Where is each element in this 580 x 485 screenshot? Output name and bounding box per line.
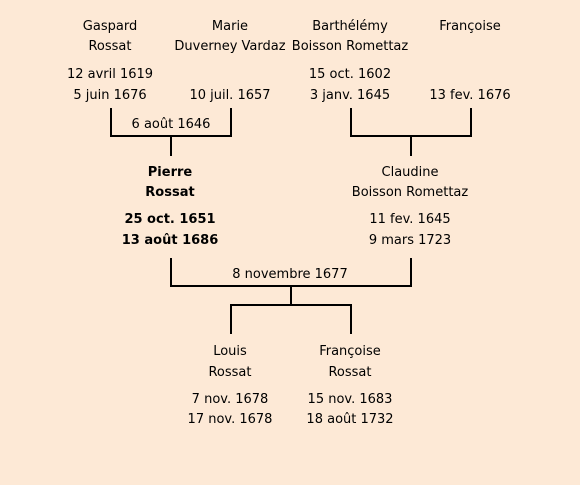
person-birth-date: 15 nov. 1683: [307, 392, 393, 407]
person-death-date: 13 fev. 1676: [429, 88, 511, 103]
person-first-name: Louis: [213, 344, 247, 359]
person-death-date: 13 août 1686: [121, 233, 219, 248]
person-death-date: 10 juil. 1657: [189, 88, 271, 103]
person-birth-date: 25 oct. 1651: [124, 212, 216, 227]
person-first-name: Marie: [211, 19, 249, 34]
person-last-name: Rossat: [208, 365, 252, 380]
person-last-name: Boisson Romettaz: [351, 185, 469, 200]
person-death-date: 3 janv. 1645: [309, 88, 391, 103]
person-last-name: Rossat: [145, 185, 195, 200]
person-last-name: Boisson Romettaz: [291, 39, 409, 54]
person-birth-date: 12 avril 1619: [66, 67, 154, 82]
person-birth-date: 7 nov. 1678: [191, 392, 269, 407]
person-first-name: Françoise: [439, 19, 501, 34]
person-last-name: Rossat: [88, 39, 132, 54]
person-first-name: Gaspard: [82, 19, 138, 34]
person-death-date: 18 août 1732: [306, 412, 394, 427]
marriage-date-paternal: 6 août 1646: [131, 117, 211, 132]
person-first-name: Claudine: [381, 165, 439, 180]
person-death-date: 9 mars 1723: [368, 233, 452, 248]
person-last-name: Duverney Vardaz: [174, 39, 286, 54]
person-birth-date: 15 oct. 1602: [308, 67, 392, 82]
person-last-name: Rossat: [328, 365, 372, 380]
marriage-date-parents: 8 novembre 1677: [232, 267, 348, 282]
person-first-name: Françoise: [319, 344, 381, 359]
person-death-date: 17 nov. 1678: [187, 412, 273, 427]
person-death-date: 5 juin 1676: [73, 88, 147, 103]
person-first-name: Pierre: [147, 165, 193, 180]
person-birth-date: 11 fev. 1645: [369, 212, 451, 227]
person-first-name: Barthélémy: [312, 19, 388, 34]
